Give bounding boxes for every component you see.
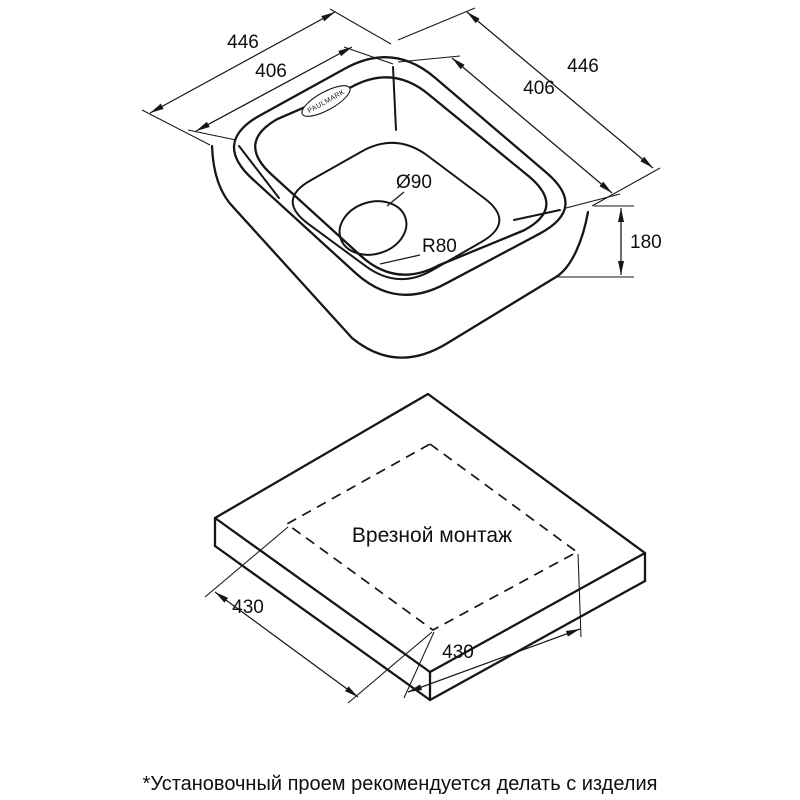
- mounting-type-label: Врезной монтаж: [352, 524, 512, 547]
- sink-isometric-view: PAULMARK Ø90 R80 446 406 446 406 180: [141, 7, 662, 359]
- dim-label-depth: 180: [630, 232, 662, 253]
- extension-line: [591, 167, 661, 207]
- dimension-line-right-outer: [466, 11, 654, 169]
- dim-label-right-inner: 406: [523, 78, 555, 99]
- dim-label-left-outer: 446: [227, 32, 259, 53]
- corner-radius-leader-line: [379, 254, 421, 265]
- extension-line: [343, 46, 394, 65]
- sink-body-outline: [210, 144, 590, 359]
- sink-bowl-bottom-line: [291, 141, 501, 281]
- dim-label-left-inner: 406: [255, 61, 287, 82]
- bowl-corner-edge-left: [238, 145, 280, 199]
- dimension-line-left-inner: [195, 46, 353, 132]
- dimension-line-cutout-right: [407, 628, 581, 693]
- sink-inner-rim-line: [254, 76, 548, 276]
- drain-diameter-leader-line: [386, 191, 405, 207]
- extension-line: [141, 109, 211, 146]
- bowl-corner-edge-right: [513, 209, 561, 221]
- drain-hole-circle: [338, 200, 408, 256]
- dim-label-cutout-left: 430: [232, 597, 264, 618]
- extension-line: [565, 193, 621, 209]
- footnote-text: *Установочный проем рекомендуется делать…: [143, 773, 658, 795]
- dim-label-right-outer: 446: [567, 56, 599, 77]
- bowl-corner-edge-back: [392, 66, 397, 131]
- corner-radius-label: R80: [422, 236, 457, 257]
- extension-line: [329, 8, 392, 45]
- dimension-line-left-outer: [149, 11, 336, 114]
- brand-badge: PAULMARK: [301, 85, 351, 117]
- extension-line: [397, 55, 461, 63]
- dimension-line-right-inner: [451, 57, 613, 194]
- dimension-line-cutout-left: [214, 591, 359, 698]
- extension-line: [187, 129, 237, 141]
- dim-label-cutout-right: 430: [442, 642, 474, 663]
- extension-line: [204, 526, 289, 598]
- extension-line: [577, 553, 582, 638]
- sink-outer-rim-line: [233, 56, 567, 296]
- countertop-cutout-view: Врезной монтаж 430 430: [204, 392, 647, 704]
- extension-line: [397, 7, 476, 41]
- drain-diameter-label: Ø90: [396, 172, 432, 193]
